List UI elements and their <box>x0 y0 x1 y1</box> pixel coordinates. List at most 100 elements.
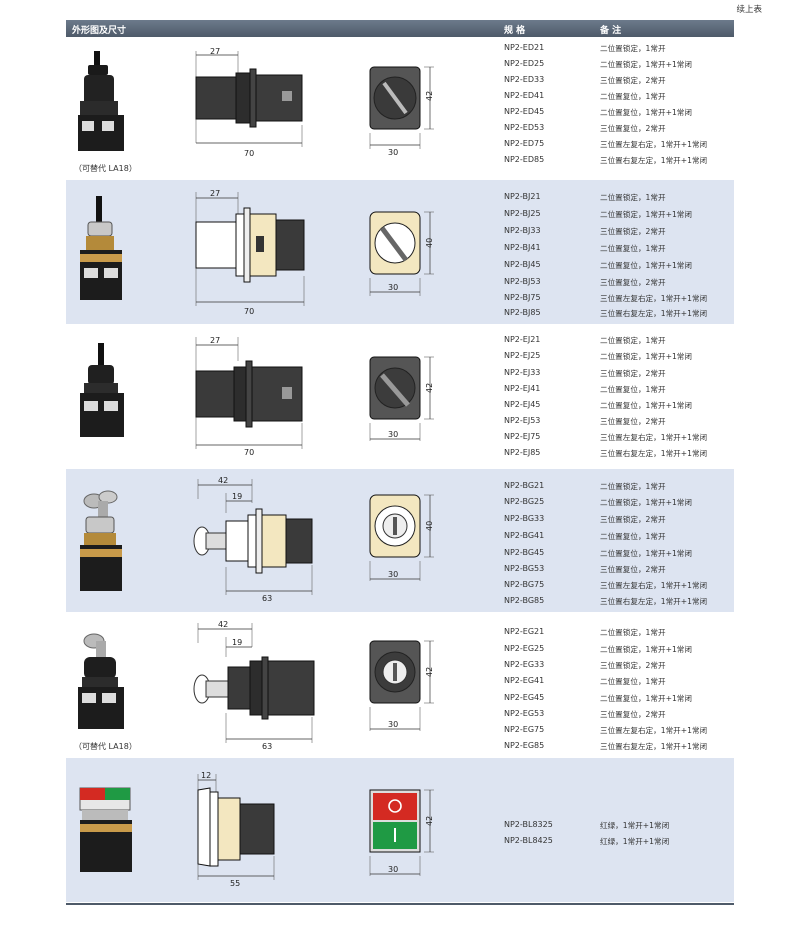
side-view-drawing: 12 55 <box>197 771 275 888</box>
remark: 二位置复位，1常开 <box>600 677 666 686</box>
side-view-drawing: 27 70 <box>195 189 305 314</box>
model-code: NP2-BL8325 <box>504 820 553 829</box>
header-spec: 规 格 <box>504 26 526 36</box>
table-header: 外形图及尺寸 规 格 备 注 <box>66 20 734 37</box>
key-switch-photo <box>78 633 124 729</box>
remark: 三位置右复左定，1常开+1常闭 <box>600 597 708 606</box>
front-view-drawing: 42 30 <box>369 789 434 876</box>
dim-h: 42 <box>425 667 434 677</box>
dim-w: 30 <box>388 283 398 292</box>
selector-switch-photo <box>80 343 124 437</box>
remark: 二位置锁定，1常开 <box>600 193 666 202</box>
model-code: NP2-EG33 <box>504 660 545 669</box>
model-code: NP2-EG41 <box>504 676 545 685</box>
remark: 二位置锁定，1常开 <box>600 44 666 53</box>
front-view-drawing: 42 30 <box>369 66 434 157</box>
table-row: （可替代 LA18） 42 19 63 42 30 NP2-EG21 <box>66 613 734 757</box>
remark: 三位置锁定，2常开 <box>600 661 666 670</box>
dim-h: 40 <box>425 238 434 248</box>
remark: 二位置复位，1常开 <box>600 385 666 394</box>
remark: 红绿，1常开+1常闭 <box>600 837 670 846</box>
dim-27: 27 <box>210 47 220 56</box>
dim-h: 42 <box>425 816 434 826</box>
model-code: NP2-EG85 <box>504 741 545 750</box>
remark: 二位置复位，1常开 <box>600 532 666 541</box>
front-view-drawing: 42 30 <box>369 640 434 731</box>
table-row: 27 70 42 30 NP2-EJ21 NP2-EJ25 NP2-EJ33 N… <box>66 325 734 468</box>
table-row: 42 19 63 40 30 NP2-BG21 NP2-BG25 NP2-BG3… <box>66 469 734 612</box>
remark: 二位置复位，1常开 <box>600 92 666 101</box>
remark: 三位置复位，2常开 <box>600 565 666 574</box>
dim-h: 42 <box>425 383 434 393</box>
remark: 三位置复位，2常开 <box>600 124 666 133</box>
dim-27: 27 <box>210 336 220 345</box>
remark: 红绿，1常开+1常闭 <box>600 821 670 830</box>
remark: 三位置复位，2常开 <box>600 710 666 719</box>
remark: 二位置复位，1常开+1常闭 <box>600 261 692 270</box>
dim-19: 19 <box>232 492 242 501</box>
model-code: NP2-EG45 <box>504 693 545 702</box>
dim-27: 27 <box>210 189 220 198</box>
model-code: NP2-EJ33 <box>504 368 541 377</box>
dim-63: 63 <box>262 594 272 603</box>
model-code: NP2-BG45 <box>504 548 545 557</box>
table-row: （可替代 LA18） 27 70 42 30 NP2-ED21 NP2-ED25… <box>66 37 734 179</box>
model-code: NP2-EJ25 <box>504 351 541 360</box>
model-code: NP2-BJ53 <box>504 277 541 286</box>
model-code: NP2-EJ53 <box>504 416 541 425</box>
remark: 二位置锁定，1常开 <box>600 482 666 491</box>
table-row: 12 55 42 30 NP2-BL8325 NP2-BL8425 红绿，1常开… <box>66 758 734 902</box>
remark: 三位置左复右定，1常开+1常闭 <box>600 433 708 442</box>
model-code: NP2-EJ85 <box>504 448 541 457</box>
remark: 二位置锁定，1常开 <box>600 336 666 345</box>
remark: 二位置复位，1常开 <box>600 244 666 253</box>
front-view-drawing: 40 30 <box>369 211 434 296</box>
table-row: 27 70 40 30 NP2-BJ21 NP2-BJ25 NP2-BJ33 N… <box>66 180 734 324</box>
model-code: NP2-EJ21 <box>504 335 541 344</box>
model-code: NP2-EG21 <box>504 627 545 636</box>
dim-w: 30 <box>388 720 398 729</box>
side-view-drawing: 42 19 63 <box>193 476 313 603</box>
model-code: NP2-ED45 <box>504 107 545 116</box>
alternative-note: （可替代 LA18） <box>74 164 137 173</box>
dim-19: 19 <box>232 638 242 647</box>
model-code: NP2-EG53 <box>504 709 545 718</box>
model-code: NP2-EJ41 <box>504 384 541 393</box>
dim-h: 42 <box>425 91 434 101</box>
model-code: NP2-EJ75 <box>504 432 541 441</box>
remark: 三位置右复左定，1常开+1常闭 <box>600 156 708 165</box>
model-code: NP2-BJ45 <box>504 260 541 269</box>
remark: 二位置锁定，1常开+1常闭 <box>600 498 692 507</box>
dim-w: 30 <box>388 430 398 439</box>
header-shape-dimensions: 外形图及尺寸 <box>72 26 127 36</box>
dim-w: 30 <box>388 570 398 579</box>
remark: 三位置锁定，2常开 <box>600 76 666 85</box>
model-code: NP2-BG33 <box>504 514 545 523</box>
continued-label: 续上表 <box>736 5 762 15</box>
side-view-drawing: 27 70 <box>195 336 303 457</box>
remark: 二位置复位，1常开+1常闭 <box>600 401 692 410</box>
model-code: NP2-ED21 <box>504 43 545 52</box>
dim-70: 70 <box>244 149 254 158</box>
remark: 三位置复位，2常开 <box>600 417 666 426</box>
remark: 二位置锁定，1常开+1常闭 <box>600 645 692 654</box>
model-code: NP2-ED41 <box>504 91 545 100</box>
remark: 二位置锁定，1常开+1常闭 <box>600 210 692 219</box>
selector-switch-photo <box>78 51 124 151</box>
model-code: NP2-ED25 <box>504 59 545 68</box>
remark: 三位置锁定，2常开 <box>600 369 666 378</box>
key-switch-photo <box>80 490 122 591</box>
side-view-drawing: 27 70 <box>195 47 303 158</box>
selector-switch-photo <box>80 196 122 300</box>
dim-42: 42 <box>218 476 228 485</box>
model-code: NP2-BJ41 <box>504 243 541 252</box>
alternative-note: （可替代 LA18） <box>74 742 137 751</box>
model-code: NP2-BG53 <box>504 564 545 573</box>
dim-w: 30 <box>388 148 398 157</box>
front-view-drawing: 40 30 <box>369 494 434 581</box>
dim-h: 40 <box>425 521 434 531</box>
model-code: NP2-ED53 <box>504 123 545 132</box>
model-code: NP2-BG85 <box>504 596 545 605</box>
remark: 三位置锁定，2常开 <box>600 227 666 236</box>
model-code: NP2-ED33 <box>504 75 545 84</box>
